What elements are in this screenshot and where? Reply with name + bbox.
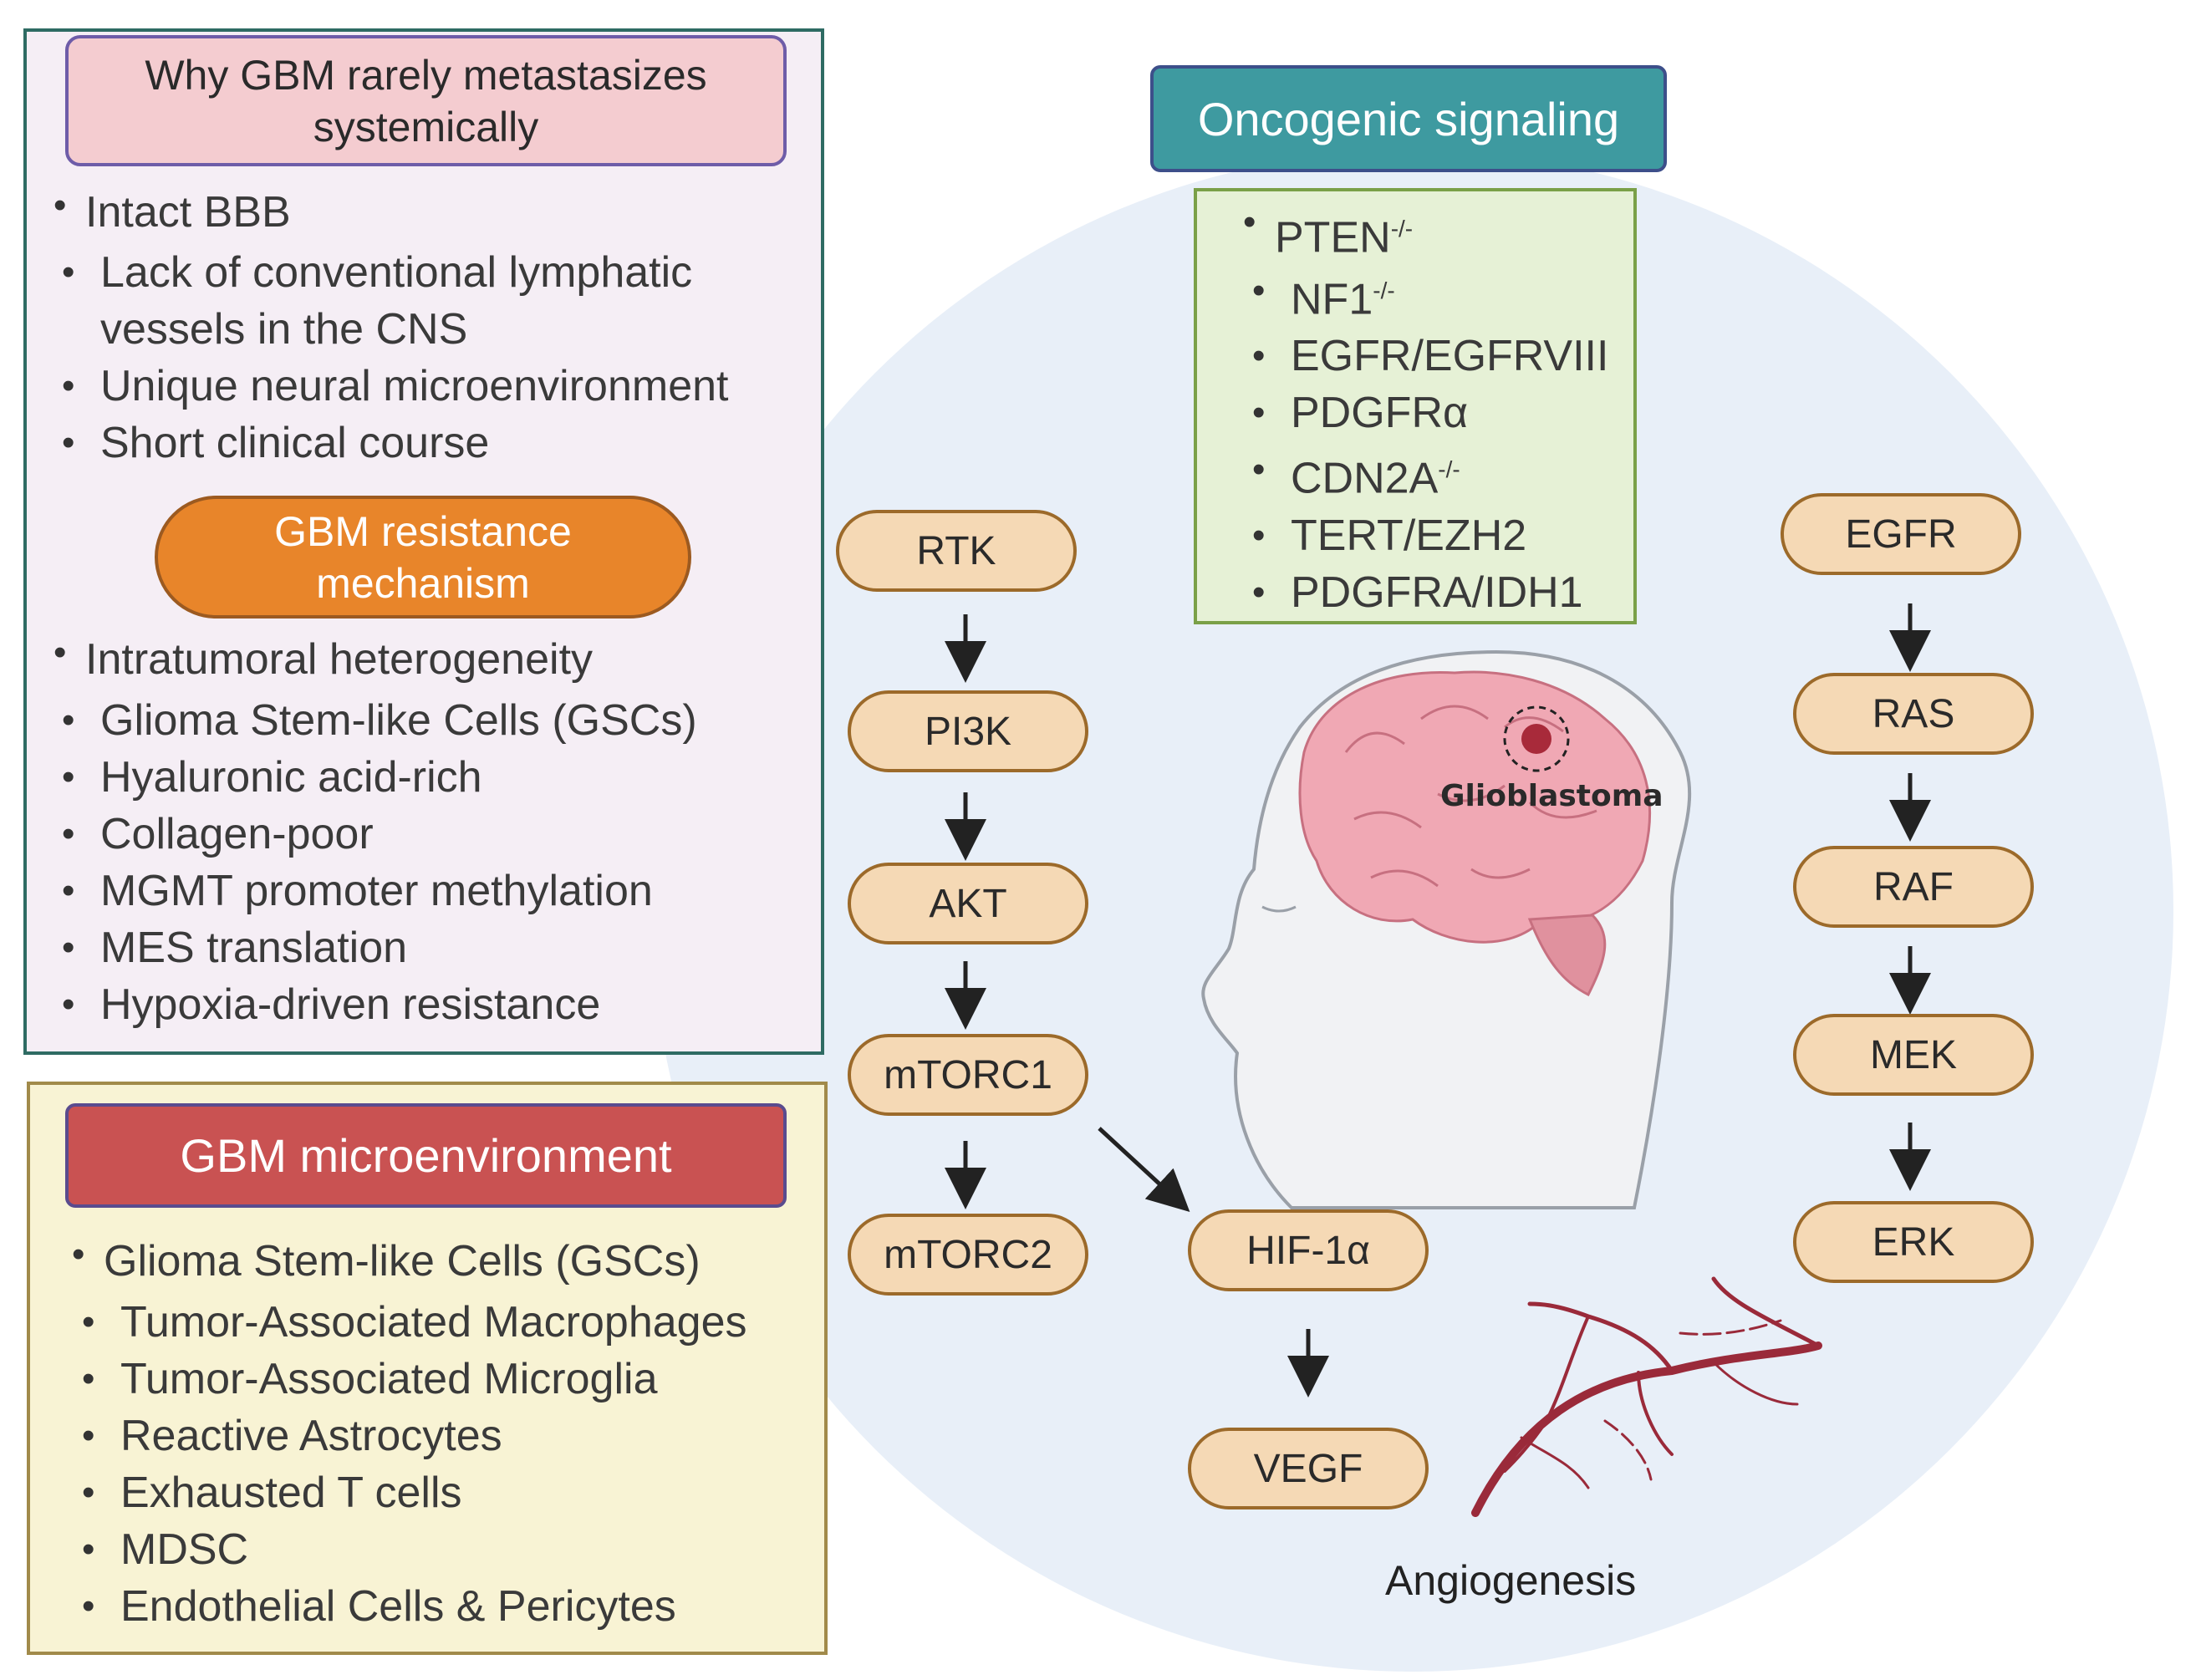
list-item: •Endothelial Cells & Pericytes — [82, 1582, 676, 1631]
list-item: •Tumor-Associated Microglia — [82, 1355, 658, 1403]
list-item: •Hypoxia-driven resistance — [62, 980, 601, 1029]
node-pi3k: PI3K — [848, 690, 1088, 772]
microenvironment-header: GBM microenvironment — [65, 1103, 787, 1208]
tumor-icon — [1521, 724, 1551, 754]
list-item: •Glioma Stem-like Cells (GSCs) — [72, 1234, 701, 1285]
oncogenic-signaling-header: Oncogenic signaling — [1150, 65, 1667, 172]
why-gbm-list: •Intact BBB — [53, 184, 291, 241]
why-gbm-list-2: •Lack of conventional lymphatic vessels … — [62, 244, 729, 471]
brain-icon — [1298, 670, 1652, 944]
node-mtorc2: mTORC2 — [848, 1214, 1088, 1296]
list-item: •Unique neural microenvironment — [62, 362, 729, 410]
list-item: •Intact BBB — [53, 185, 291, 237]
list-item: •NF1-/- — [1252, 270, 1395, 324]
node-rtk: RTK — [836, 510, 1077, 592]
oncogenic-list-first: •PTEN-/- — [1243, 201, 1414, 266]
node-akt: AKT — [848, 863, 1088, 944]
list-item: •Tumor-Associated Macrophages — [82, 1298, 747, 1347]
node-mek: MEK — [1793, 1014, 2034, 1096]
resistance-title-line1: GBM resistance — [274, 507, 572, 555]
oncogenic-list: •NF1-/- •EGFR/EGFRVIII •PDGFRα •CDN2A-/-… — [1252, 262, 1609, 621]
resistance-title-line2: mechanism — [316, 559, 530, 607]
resistance-list: •Glioma Stem-like Cells (GSCs) •Hyaluron… — [62, 692, 697, 1033]
list-item-continuation: vessels in the CNS — [100, 305, 468, 354]
list-item: •Hyaluronic acid-rich — [62, 753, 482, 802]
node-vegf: VEGF — [1188, 1428, 1429, 1509]
list-item: •Exhausted T cells — [82, 1469, 462, 1517]
why-gbm-title-line2: systemically — [313, 103, 539, 150]
list-item: •Reactive Astrocytes — [82, 1412, 502, 1460]
microenvironment-list: •Tumor-Associated Macrophages •Tumor-Ass… — [82, 1294, 747, 1635]
list-item: •EGFR/EGFRVIII — [1252, 332, 1609, 381]
list-item: •Intratumoral heterogeneity — [53, 632, 594, 684]
angiogenesis-label: Angiogenesis — [1385, 1557, 1637, 1604]
list-item: •Collagen-poor — [62, 810, 374, 858]
node-erk: ERK — [1793, 1201, 2034, 1283]
list-item: •Short clinical course — [62, 419, 490, 467]
head-illustration — [1201, 649, 1692, 1209]
oncogenic-box — [1194, 188, 1637, 624]
node-mtorc1: mTORC1 — [848, 1034, 1088, 1116]
microenvironment-list-first: •Glioma Stem-like Cells (GSCs) — [72, 1233, 701, 1290]
list-item: •TERT/EZH2 — [1252, 511, 1527, 560]
resistance-list-first: •Intratumoral heterogeneity — [53, 631, 594, 688]
pi3k-arrows — [945, 614, 1329, 1397]
node-egfr: EGFR — [1781, 493, 2021, 575]
list-item: •MGMT promoter methylation — [62, 867, 653, 915]
list-item: •PTEN-/- — [1243, 201, 1414, 262]
node-raf: RAF — [1793, 846, 2034, 928]
list-item: •CDN2A-/- — [1252, 449, 1460, 503]
node-hif-1a: HIF-1α — [1188, 1209, 1429, 1291]
list-item: •MDSC — [82, 1525, 249, 1574]
node-ras: RAS — [1793, 673, 2034, 755]
why-gbm-title-line1: Why GBM rarely metastasizes — [145, 51, 707, 99]
glioblastoma-label: Glioblastoma — [1440, 779, 1663, 813]
list-item: •Lack of conventional lymphatic — [62, 248, 693, 297]
blood-vessel-icon — [1471, 1276, 1822, 1517]
list-item: •MES translation — [62, 924, 408, 972]
list-item: •PDGFRα — [1252, 389, 1469, 438]
list-item: •PDGFRA/IDH1 — [1252, 568, 1583, 617]
list-item: •Glioma Stem-like Cells (GSCs) — [62, 696, 697, 745]
